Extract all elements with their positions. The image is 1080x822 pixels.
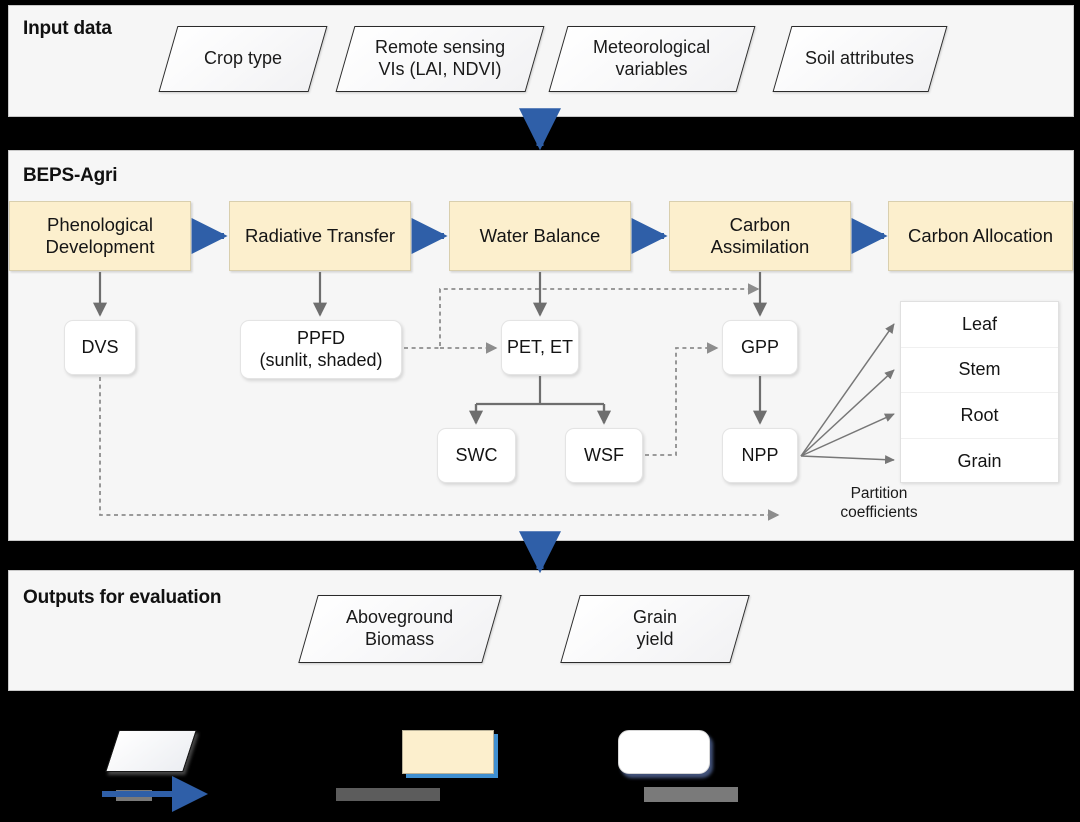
- legend-panel: [0, 694, 1080, 822]
- legend-swatch-variable-box: [618, 730, 710, 774]
- legend-swatch-parallelogram: [105, 730, 197, 772]
- legend-swatch-process-box: [402, 730, 494, 774]
- section-divider-bottom: [0, 548, 1080, 567]
- variable-ppfd-label-line1: PPFD: [296, 327, 345, 348]
- outputs-title: Outputs for evaluation: [23, 587, 222, 608]
- legend-label-process-box-redacted: [336, 788, 440, 801]
- input-node-meteorological: Meteorological variables: [548, 26, 756, 92]
- output-node-grain-yield: Grain yield: [560, 595, 750, 663]
- table-row: Root: [901, 393, 1058, 439]
- output-node-aboveground-biomass-label-line2: Biomass: [365, 629, 435, 649]
- partition-coefficients-annotation: Partition coefficients: [793, 484, 965, 523]
- input-node-soil-attributes: Soil attributes: [772, 26, 948, 92]
- input-node-meteorological-label-line2: variables: [615, 59, 689, 79]
- outputs-panel: Outputs for evaluation: [8, 570, 1074, 691]
- process-phenological-development: Phenological Development: [9, 201, 191, 271]
- variable-npp-label: NPP: [741, 444, 779, 465]
- partition-coefficients-label-line1: Partition: [850, 485, 908, 502]
- variable-ppfd-label-line2: (sunlit, shaded): [259, 349, 383, 370]
- input-node-remote-sensing-label-line1: Remote sensing: [374, 37, 506, 58]
- variable-gpp: GPP: [722, 320, 798, 375]
- organ-pool-leaf-label: Leaf: [961, 313, 998, 334]
- partition-coefficients-label-line2: coefficients: [840, 504, 918, 522]
- output-node-grain-yield-label-line2: yield: [636, 629, 674, 649]
- output-node-aboveground-biomass-label-line1: Aboveground: [346, 607, 454, 628]
- beps-agri-title: BEPS-Agri: [23, 165, 118, 186]
- process-carbon-allocation: Carbon Allocation: [888, 201, 1073, 271]
- organ-pool-table: Leaf Stem Root Grain: [900, 301, 1059, 483]
- process-phenological-development-label-line1: Phenological: [47, 213, 153, 235]
- input-node-crop-type: Crop type: [158, 26, 328, 92]
- output-node-grain-yield-label-line1: Grain: [632, 607, 677, 628]
- process-carbon-assimilation-label-line2: Assimilation: [710, 236, 810, 257]
- output-node-aboveground-biomass: Aboveground Biomass: [298, 595, 502, 663]
- process-water-balance: Water Balance: [449, 201, 631, 271]
- organ-pool-root-label: Root: [960, 404, 999, 425]
- variable-wsf: WSF: [565, 428, 643, 483]
- variable-dvs-label: DVS: [81, 336, 119, 357]
- input-node-remote-sensing: Remote sensing VIs (LAI, NDVI): [335, 26, 545, 92]
- organ-pool-grain-label: Grain: [957, 450, 1002, 471]
- process-carbon-assimilation-label-line1: Carbon: [729, 213, 791, 235]
- process-radiative-transfer: Radiative Transfer: [229, 201, 411, 271]
- variable-swc: SWC: [437, 428, 516, 483]
- table-row: Stem: [901, 348, 1058, 393]
- variable-pet-et: PET, ET: [501, 320, 579, 375]
- input-node-soil-attributes-label: Soil attributes: [805, 48, 915, 69]
- section-divider-top: [0, 124, 1080, 143]
- variable-npp: NPP: [722, 428, 798, 483]
- variable-wsf-label: WSF: [584, 444, 624, 465]
- input-data-title: Input data: [23, 18, 112, 39]
- input-node-meteorological-label-line1: Meteorological: [593, 37, 711, 58]
- process-carbon-assimilation: Carbon Assimilation: [669, 201, 851, 271]
- input-node-crop-type-label: Crop type: [203, 48, 283, 69]
- variable-pet-et-label: PET, ET: [506, 336, 573, 357]
- process-radiative-transfer-label: Radiative Transfer: [244, 224, 396, 246]
- variable-ppfd: PPFD (sunlit, shaded): [240, 320, 402, 379]
- variable-dvs: DVS: [64, 320, 136, 375]
- input-node-remote-sensing-label-line2: VIs (LAI, NDVI): [378, 59, 502, 79]
- process-phenological-development-label-line2: Development: [45, 236, 155, 257]
- process-water-balance-label: Water Balance: [479, 224, 601, 246]
- organ-pool-stem-label: Stem: [958, 359, 1001, 380]
- table-row: Grain: [901, 439, 1058, 485]
- table-row: Leaf: [901, 302, 1058, 348]
- legend-label-variable-box-redacted: [644, 787, 738, 802]
- variable-swc-label: SWC: [455, 444, 498, 465]
- variable-gpp-label: GPP: [740, 336, 779, 357]
- legend-label-parallelogram-redacted: [116, 790, 152, 801]
- process-carbon-allocation-label: Carbon Allocation: [907, 224, 1053, 246]
